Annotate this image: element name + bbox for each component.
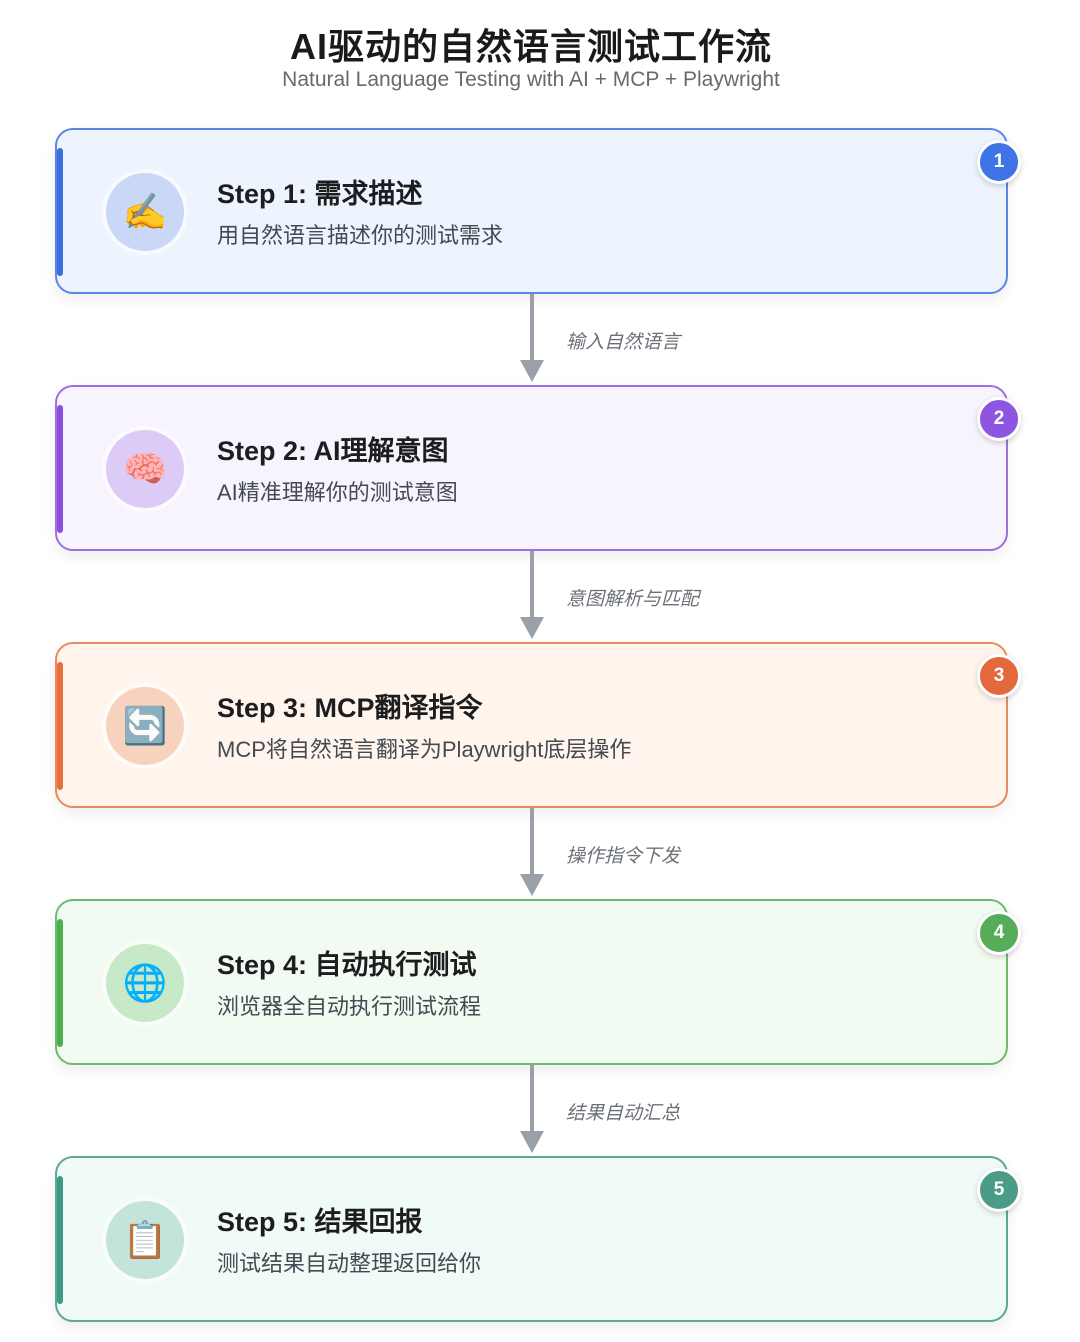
step-title: Step 2: AI理解意图 — [217, 436, 449, 466]
page-title: AI驱动的自然语言测试工作流 — [289, 26, 772, 67]
arrow-head — [520, 617, 544, 639]
arrow-line — [530, 294, 534, 362]
step-number-badge: 1 — [977, 140, 1021, 184]
refresh-glyph: 🔄 — [122, 705, 168, 746]
arrow-line — [530, 1065, 534, 1133]
step-title: Step 3: MCP翻译指令 — [217, 693, 483, 723]
writing-hand-icon: ✍️ — [106, 173, 184, 251]
step-card-4: 🌐 Step 4: 自动执行测试 浏览器全自动执行测试流程 — [55, 899, 1008, 1065]
flow-arrow-4 — [520, 1065, 544, 1155]
step-description: 用自然语言描述你的测试需求 — [217, 223, 504, 248]
step-card-1: ✍️ Step 1: 需求描述 用自然语言描述你的测试需求 — [55, 128, 1008, 294]
step-description: MCP将自然语言翻译为Playwright底层操作 — [217, 737, 632, 762]
flow-arrow-2 — [520, 551, 544, 641]
arrow-head — [520, 874, 544, 896]
clipboard-icon: 📋 — [106, 1201, 184, 1279]
arrow-line — [530, 551, 534, 619]
connector-label: 操作指令下发 — [566, 846, 681, 867]
flow-arrow-3 — [520, 808, 544, 898]
connector-label: 输入自然语言 — [566, 332, 681, 353]
brain-icon: 🧠 — [106, 430, 184, 508]
step-card-3: 🔄 Step 3: MCP翻译指令 MCP将自然语言翻译为Playwright底… — [55, 642, 1008, 808]
arrow-head — [520, 1131, 544, 1153]
step-number-badge: 5 — [977, 1168, 1021, 1212]
step-description: 浏览器全自动执行测试流程 — [217, 994, 482, 1019]
clipboard-glyph: 📋 — [122, 1219, 168, 1260]
step-description: AI精准理解你的测试意图 — [217, 480, 458, 505]
card-accent-stripe — [57, 662, 63, 790]
step-description: 测试结果自动整理返回给你 — [217, 1251, 482, 1276]
step-number-badge: 2 — [977, 397, 1021, 441]
arrow-head — [520, 360, 544, 382]
card-accent-stripe — [57, 148, 63, 276]
connector-label: 结果自动汇总 — [566, 1103, 681, 1124]
card-accent-stripe — [57, 1176, 63, 1304]
connector-label: 意图解析与匹配 — [566, 589, 700, 610]
step-title: Step 5: 结果回报 — [217, 1207, 423, 1237]
step-card-5: 📋 Step 5: 结果回报 测试结果自动整理返回给你 — [55, 1156, 1008, 1322]
step-card-2: 🧠 Step 2: AI理解意图 AI精准理解你的测试意图 — [55, 385, 1008, 551]
step-title: Step 1: 需求描述 — [217, 179, 423, 209]
writing-hand-glyph: ✍️ — [122, 191, 168, 232]
step-number-badge: 4 — [977, 911, 1021, 955]
page-subtitle: Natural Language Testing with AI + MCP +… — [282, 68, 780, 91]
step-title: Step 4: 自动执行测试 — [217, 950, 477, 980]
card-accent-stripe — [57, 405, 63, 533]
step-number-badge: 3 — [977, 654, 1021, 698]
refresh-icon: 🔄 — [106, 687, 184, 765]
brain-glyph: 🧠 — [122, 448, 168, 489]
card-accent-stripe — [57, 919, 63, 1047]
globe-icon: 🌐 — [106, 944, 184, 1022]
flow-arrow-1 — [520, 294, 544, 384]
globe-glyph: 🌐 — [122, 962, 168, 1003]
arrow-line — [530, 808, 534, 876]
